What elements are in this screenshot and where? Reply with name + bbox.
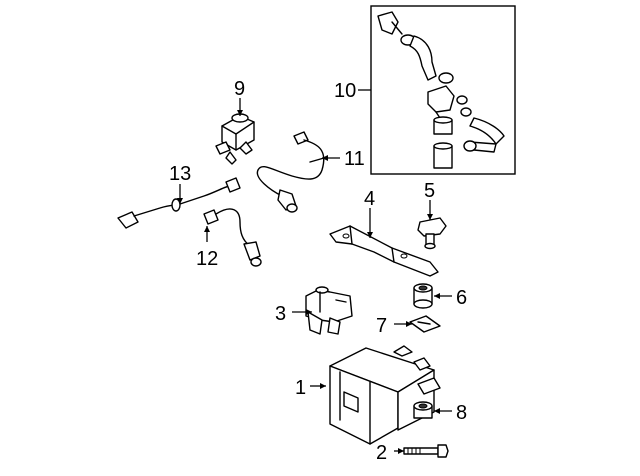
- callout-3: 3: [275, 303, 286, 325]
- callout-7: 7: [376, 315, 387, 337]
- callout-labels: 1 2 3 4 5 6 7 8 9 10 11 12 13: [169, 78, 467, 464]
- leader-lines: [177, 89, 452, 454]
- callout-12: 12: [196, 248, 218, 270]
- part-4-bracket: [329, 225, 439, 277]
- part-12-oxygen-sensor: [203, 208, 262, 267]
- callout-4: 4: [364, 188, 375, 210]
- callout-2: 2: [376, 442, 387, 464]
- part-10-hose-assembly: [377, 11, 505, 169]
- part-2-bolt: [403, 444, 449, 458]
- callout-13: 13: [169, 163, 191, 185]
- callout-11: 11: [344, 148, 365, 170]
- callout-5: 5: [424, 180, 435, 202]
- part-13-oxygen-sensor: [117, 177, 241, 229]
- part-3-vsv-bracket: [305, 286, 353, 335]
- part-8-cushion: [413, 401, 433, 419]
- part-11-oxygen-sensor: [256, 131, 325, 213]
- callout-8: 8: [456, 402, 467, 424]
- callout-6: 6: [456, 287, 467, 309]
- callout-1: 1: [295, 377, 306, 399]
- callout-9: 9: [234, 78, 245, 100]
- part-1-charcoal-canister: [329, 345, 441, 445]
- part-9-vsv-valve: [215, 113, 255, 165]
- part-5-grommet: [417, 217, 447, 250]
- part-6-bushing: [413, 283, 433, 309]
- callout-10: 10: [334, 80, 356, 102]
- part-7-clip: [409, 315, 441, 333]
